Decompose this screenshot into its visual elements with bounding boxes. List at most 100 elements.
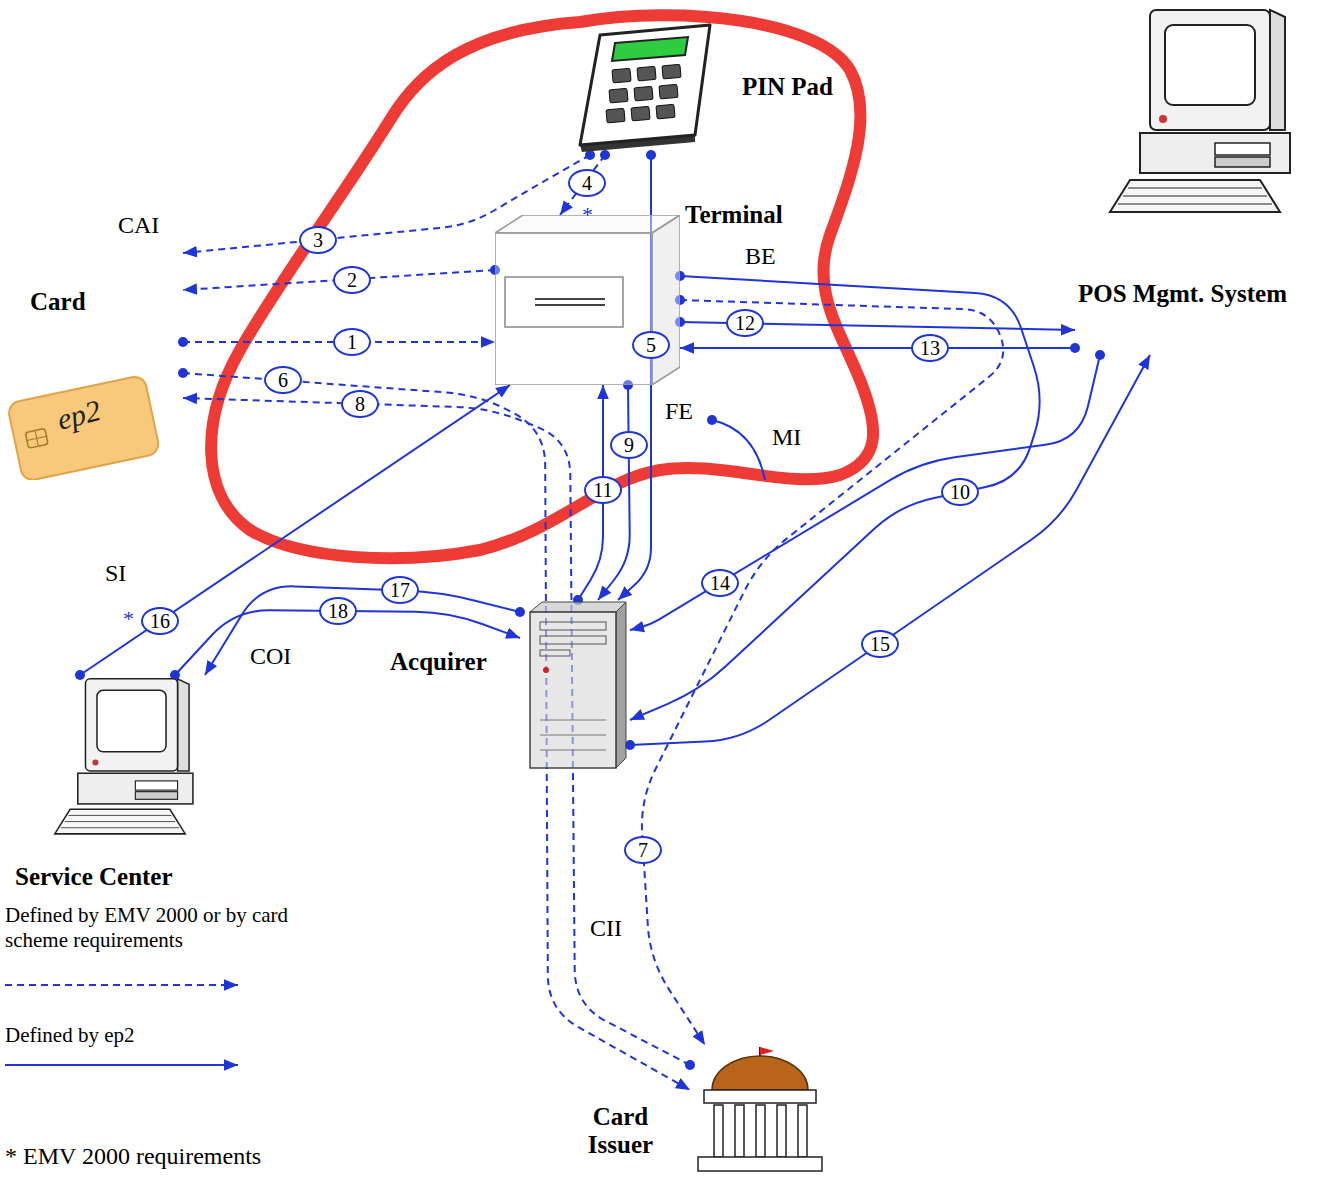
graphic-part [1165, 25, 1255, 105]
graphic-part [777, 1105, 786, 1157]
terminal-boundary [211, 15, 873, 558]
graphic-part [1215, 143, 1270, 155]
graphic-part [540, 720, 606, 721]
graphic-part [634, 86, 653, 101]
graphic-part [535, 304, 605, 306]
callout-number: 4 [568, 169, 606, 197]
interface-label: COI [250, 643, 291, 669]
callout-number: 12 [726, 309, 764, 337]
graphic-part [540, 636, 606, 644]
graphic-part [25, 428, 48, 448]
graphic-part [495, 233, 652, 385]
node-label: PIN Pad [742, 73, 833, 101]
node-figure: Terminal [495, 215, 680, 385]
graphic-part [7, 375, 161, 480]
interface-label: MI [772, 424, 801, 450]
computer-icon [30, 675, 210, 840]
graphic-part [616, 602, 626, 768]
graphic-part [652, 215, 680, 385]
graphic-part [1123, 196, 1267, 197]
graphic-part [530, 612, 616, 768]
graphic-part [535, 298, 605, 300]
graphic-part [637, 66, 656, 81]
ep2-interface-arrow [205, 586, 520, 675]
graphic-part [540, 750, 606, 751]
graphic-part [543, 667, 549, 673]
callout-number: 17 [381, 576, 419, 604]
callout-number: 10 [941, 478, 979, 506]
callout-number: 11 [584, 476, 622, 504]
graphic-part [65, 821, 176, 822]
node-label: Acquirer [390, 648, 487, 676]
graphic-part [55, 809, 185, 834]
callout-number: 15 [861, 630, 899, 658]
interface-label: * EMV 2000 requirements [5, 1143, 261, 1169]
graphic-part [698, 1157, 822, 1171]
legend-text: Defined by EMV 2000 or by card scheme re… [5, 903, 305, 953]
graphic-part [659, 84, 678, 99]
node-label: Terminal [685, 201, 783, 229]
callout-number: 3 [299, 226, 337, 254]
graphic-part [606, 108, 625, 123]
graphic-part [540, 650, 570, 656]
callout-number: 6 [264, 366, 302, 394]
node-figure: POS Mgmt. System [1075, 5, 1315, 355]
interface-label: CAI [118, 212, 159, 238]
graphic-part [631, 106, 650, 121]
callout-number: 18 [319, 597, 357, 625]
graphic-part [760, 1047, 774, 1055]
graphic-part [1118, 204, 1272, 205]
interface-label: FE [665, 398, 693, 424]
graphic-part [1215, 157, 1270, 167]
graphic-part [505, 277, 623, 327]
node-label: Card Issuer [578, 1103, 663, 1158]
legend-dashed-sample [5, 984, 238, 986]
emv-interface-arrow [642, 300, 1003, 1045]
graphic-part [612, 37, 688, 61]
graphic-part [69, 815, 172, 816]
graphic-part [540, 622, 606, 630]
graphic-part [1159, 115, 1167, 123]
requirement-star: * [582, 203, 593, 227]
emv-interface-arrow [183, 373, 690, 1090]
graphic-part [530, 602, 626, 612]
bank-icon [690, 1045, 830, 1175]
requirement-star: * [123, 607, 134, 631]
node-label: POS Mgmt. System [1078, 280, 1287, 308]
graphic-part [662, 64, 681, 79]
callout-number: 16 [141, 607, 179, 635]
graphic-part [1128, 188, 1262, 189]
graphic-part [540, 735, 606, 736]
graphic-part [1150, 10, 1270, 130]
graphic-part [61, 827, 179, 828]
graphic-part [135, 781, 177, 790]
callout-number: 1 [333, 328, 371, 356]
graphic-part [612, 68, 631, 83]
callout-number: 13 [911, 334, 949, 362]
callout-number: 9 [610, 431, 648, 459]
graphic-part [580, 25, 710, 145]
interface-label: SI [105, 560, 126, 586]
graphic-part [1270, 10, 1285, 130]
node-figure: PIN Pad [570, 15, 720, 155]
graphic-part [714, 1105, 723, 1157]
ep2-interface-arrow [680, 347, 1075, 349]
mi-wire [712, 420, 765, 480]
graphic-part [7, 375, 161, 480]
graphic-part [656, 104, 675, 119]
ep2-interface-arrow [630, 355, 1150, 745]
graphic-part [735, 1105, 744, 1157]
interface-label: BE [745, 243, 776, 269]
graphic-part [97, 690, 166, 751]
legend-solid-sample [5, 1064, 238, 1066]
node-figure: Card Issuer [690, 1045, 830, 1175]
graphic-part [85, 679, 177, 771]
graphic-part [92, 759, 98, 765]
node-figure: Acquirer [520, 600, 630, 770]
callout-number: 5 [632, 331, 670, 359]
graphic-part [178, 679, 190, 771]
graphic-part [712, 1056, 808, 1090]
